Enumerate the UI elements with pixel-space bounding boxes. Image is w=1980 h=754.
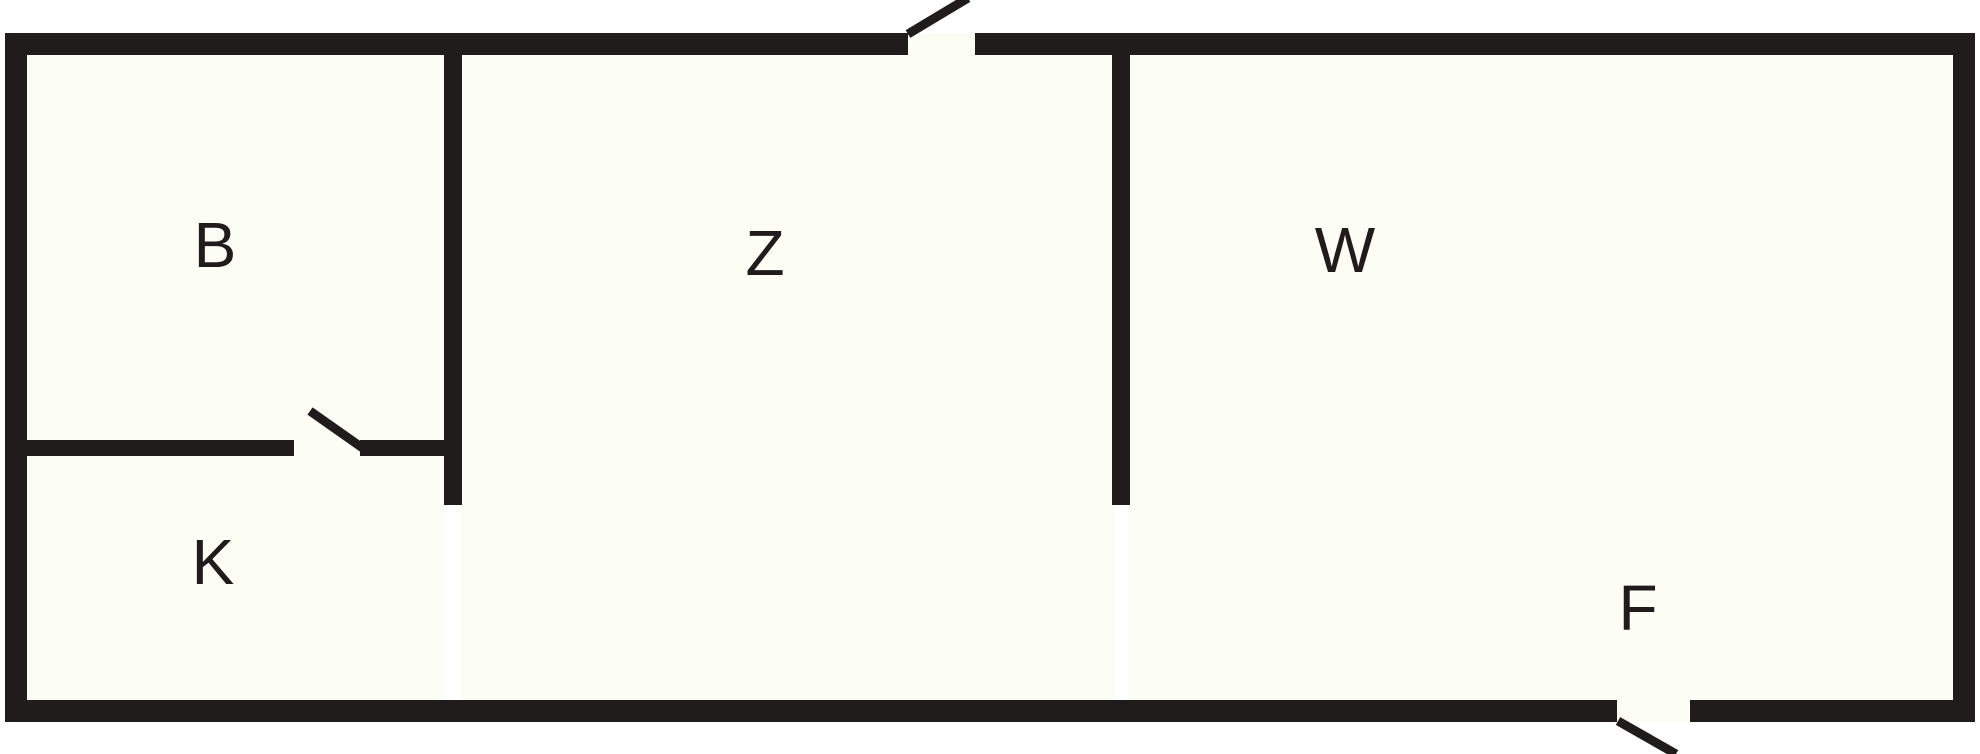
wall-z-w-divider: [1112, 33, 1130, 505]
room-label-w: W: [1315, 214, 1376, 286]
door-bottom-f-opening: [1617, 700, 1690, 722]
door-b-k-swing-icon: [307, 407, 367, 453]
room-floor-fills: [27, 55, 1955, 700]
wall-top-right: [975, 33, 1975, 55]
door-group: [294, 0, 1690, 754]
room-label-b: B: [194, 209, 237, 281]
door-entry-top-swing-icon: [905, 0, 971, 38]
wall-b-k-divider-left: [18, 440, 294, 456]
room-label-f: F: [1618, 572, 1657, 644]
door-b-k-opening: [294, 440, 360, 456]
room-floor-bedroom: [27, 55, 444, 440]
wall-right: [1953, 33, 1975, 722]
room-floor-hall-area: [1128, 505, 1955, 700]
wall-b-z-divider: [444, 33, 462, 505]
room-label-group: B Z W K F: [192, 209, 1658, 644]
door-bottom-f-swing-icon: [1615, 717, 1679, 754]
wall-bottom-right: [1690, 700, 1975, 722]
wall-left: [5, 33, 27, 722]
wall-bottom-left: [5, 700, 1617, 722]
room-floor-kitchen: [27, 455, 444, 700]
room-floor-living-room: [462, 55, 1115, 700]
door-entry-top-opening: [908, 33, 975, 55]
room-floor-bathroom: [1128, 55, 1955, 505]
room-label-z: Z: [745, 217, 784, 289]
wall-b-k-divider-right: [360, 440, 448, 456]
wall-group: [5, 33, 1975, 722]
room-label-k: K: [192, 526, 235, 598]
